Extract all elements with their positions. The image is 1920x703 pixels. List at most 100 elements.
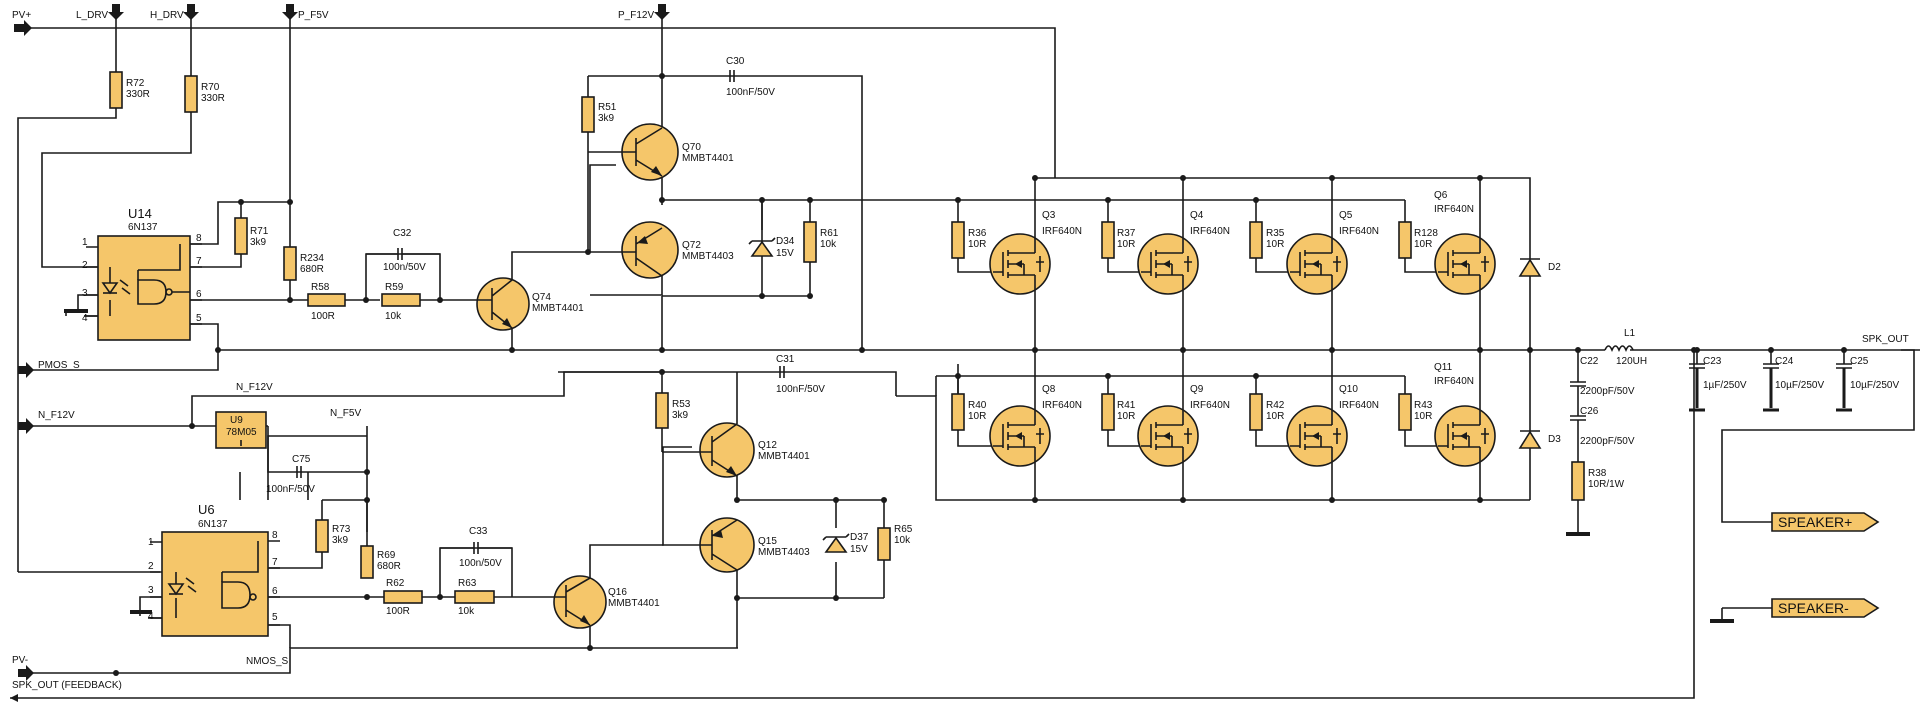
resistor-r40: R40 10R xyxy=(951,393,987,431)
mosfet-q3: Q3 IRF640N xyxy=(989,210,1082,295)
label-n-f5v: N_F5V xyxy=(330,408,361,419)
svg-text:Q10: Q10 xyxy=(1339,384,1358,395)
capacitor-c32: C32 100n/50V xyxy=(366,228,440,273)
svg-text:C32: C32 xyxy=(393,228,412,239)
svg-text:R58: R58 xyxy=(311,282,330,293)
svg-text:R70: R70 xyxy=(201,82,220,93)
svg-text:SPEAKER+: SPEAKER+ xyxy=(1778,514,1852,530)
svg-text:C31: C31 xyxy=(776,354,795,365)
arrow-left-icon xyxy=(10,694,18,702)
svg-text:R63: R63 xyxy=(458,578,477,589)
svg-text:R61: R61 xyxy=(820,228,839,239)
resistor-r58: R58 100R xyxy=(307,282,346,322)
svg-text:R38: R38 xyxy=(1588,468,1607,479)
svg-text:5: 5 xyxy=(196,313,202,324)
svg-text:R51: R51 xyxy=(598,102,617,113)
svg-text:U9: U9 xyxy=(230,415,243,426)
resistor-r70: R70 330R xyxy=(184,75,225,113)
resistor-r61: R61 10k xyxy=(803,221,839,263)
resistor-r72: R72 330R xyxy=(109,71,150,109)
mosfet-q9: Q9 IRF640N xyxy=(1137,384,1230,468)
svg-text:IRF640N: IRF640N xyxy=(1042,226,1082,237)
svg-text:3k9: 3k9 xyxy=(672,410,689,421)
svg-text:Q12: Q12 xyxy=(758,440,777,451)
svg-text:Q9: Q9 xyxy=(1190,384,1204,395)
svg-text:C33: C33 xyxy=(469,526,488,537)
svg-text:IRF640N: IRF640N xyxy=(1339,400,1379,411)
capacitor-c22: C22 2200pF/50V xyxy=(1570,356,1635,416)
label-pv-minus: PV- xyxy=(12,655,28,666)
svg-text:R41: R41 xyxy=(1117,400,1136,411)
resistor-r128: R128 10R xyxy=(1398,221,1438,259)
transistor-q70: Q70 MMBT4401 xyxy=(588,123,734,181)
svg-text:R42: R42 xyxy=(1266,400,1285,411)
svg-text:15V: 15V xyxy=(776,248,794,259)
capacitor-c31: C31 100nF/50V xyxy=(776,354,825,395)
svg-text:3k9: 3k9 xyxy=(250,237,267,248)
resistor-r41: R41 10R xyxy=(1101,393,1136,431)
regulator-u9: U9 78M05 xyxy=(215,411,267,449)
svg-text:78M05: 78M05 xyxy=(226,427,257,438)
capacitor-c24: C24 10µF/250V xyxy=(1763,356,1824,412)
svg-text:10R/1W: 10R/1W xyxy=(1588,479,1625,490)
svg-text:C26: C26 xyxy=(1580,406,1599,417)
svg-text:R37: R37 xyxy=(1117,228,1136,239)
svg-text:Q74: Q74 xyxy=(532,292,551,303)
svg-text:10R: 10R xyxy=(1414,239,1432,250)
svg-text:L1: L1 xyxy=(1624,328,1636,339)
svg-text:Q8: Q8 xyxy=(1042,384,1056,395)
svg-text:7: 7 xyxy=(272,557,278,568)
mosfet-q4: Q4 IRF640N xyxy=(1137,210,1230,295)
arrow-down-icon xyxy=(108,4,124,20)
net-pv-plus: PV+ xyxy=(12,10,32,36)
junction-dots xyxy=(113,73,1847,676)
svg-text:2: 2 xyxy=(82,260,88,271)
svg-text:1µF/250V: 1µF/250V xyxy=(1703,380,1747,391)
resistor-r37: R37 10R xyxy=(1101,221,1136,259)
svg-text:1: 1 xyxy=(148,537,154,548)
svg-text:8: 8 xyxy=(272,530,278,541)
svg-text:R35: R35 xyxy=(1266,228,1285,239)
transistor-q74: Q74 MMBT4401 xyxy=(476,277,584,331)
svg-text:5: 5 xyxy=(272,612,278,623)
optocoupler-u6: U6 6N137 1 2 3 4 8 7 6 5 xyxy=(130,502,280,637)
resistor-r65: R65 10k xyxy=(877,524,913,561)
svg-text:10k: 10k xyxy=(894,535,911,546)
diode-d3: D3 xyxy=(1518,428,1561,452)
svg-text:C24: C24 xyxy=(1775,356,1794,367)
svg-text:Q4: Q4 xyxy=(1190,210,1204,221)
svg-text:120UH: 120UH xyxy=(1616,356,1647,367)
net-pmos-s: PMOS_S xyxy=(18,360,80,378)
zener-d37: D37 15V xyxy=(822,532,869,555)
svg-text:C25: C25 xyxy=(1850,356,1869,367)
arrow-right-icon xyxy=(14,20,32,36)
resistor-r59: R59 10k xyxy=(381,282,421,322)
svg-text:Q15: Q15 xyxy=(758,536,777,547)
resistor-r53: R53 3k9 xyxy=(655,392,691,429)
resistor-r43: R43 10R xyxy=(1398,393,1433,431)
svg-text:10R: 10R xyxy=(1266,239,1284,250)
label-h-drv: H_DRV xyxy=(150,10,184,21)
svg-text:IRF640N: IRF640N xyxy=(1434,376,1474,387)
svg-text:R71: R71 xyxy=(250,226,269,237)
svg-text:3k9: 3k9 xyxy=(332,535,349,546)
svg-text:4: 4 xyxy=(82,313,88,324)
capacitor-c33: C33 100n/50V xyxy=(440,526,512,569)
svg-text:100n/50V: 100n/50V xyxy=(383,262,426,273)
svg-text:D34: D34 xyxy=(776,236,795,247)
svg-text:10k: 10k xyxy=(820,239,837,250)
label-nmos-s: NMOS_S xyxy=(246,656,289,667)
label-spk-out-feedback: SPK_OUT (FEEDBACK) xyxy=(12,680,122,691)
svg-text:100nF/50V: 100nF/50V xyxy=(266,484,315,495)
svg-text:3: 3 xyxy=(82,288,88,299)
svg-text:Q5: Q5 xyxy=(1339,210,1353,221)
svg-text:15V: 15V xyxy=(850,544,868,555)
net-h-drv: H_DRV xyxy=(150,4,199,21)
svg-text:7: 7 xyxy=(196,256,202,267)
svg-text:10R: 10R xyxy=(968,239,986,250)
resistor-r62: R62 100R xyxy=(383,578,423,617)
svg-text:D37: D37 xyxy=(850,532,869,543)
svg-text:680R: 680R xyxy=(377,561,401,572)
svg-text:MMBT4401: MMBT4401 xyxy=(608,598,660,609)
